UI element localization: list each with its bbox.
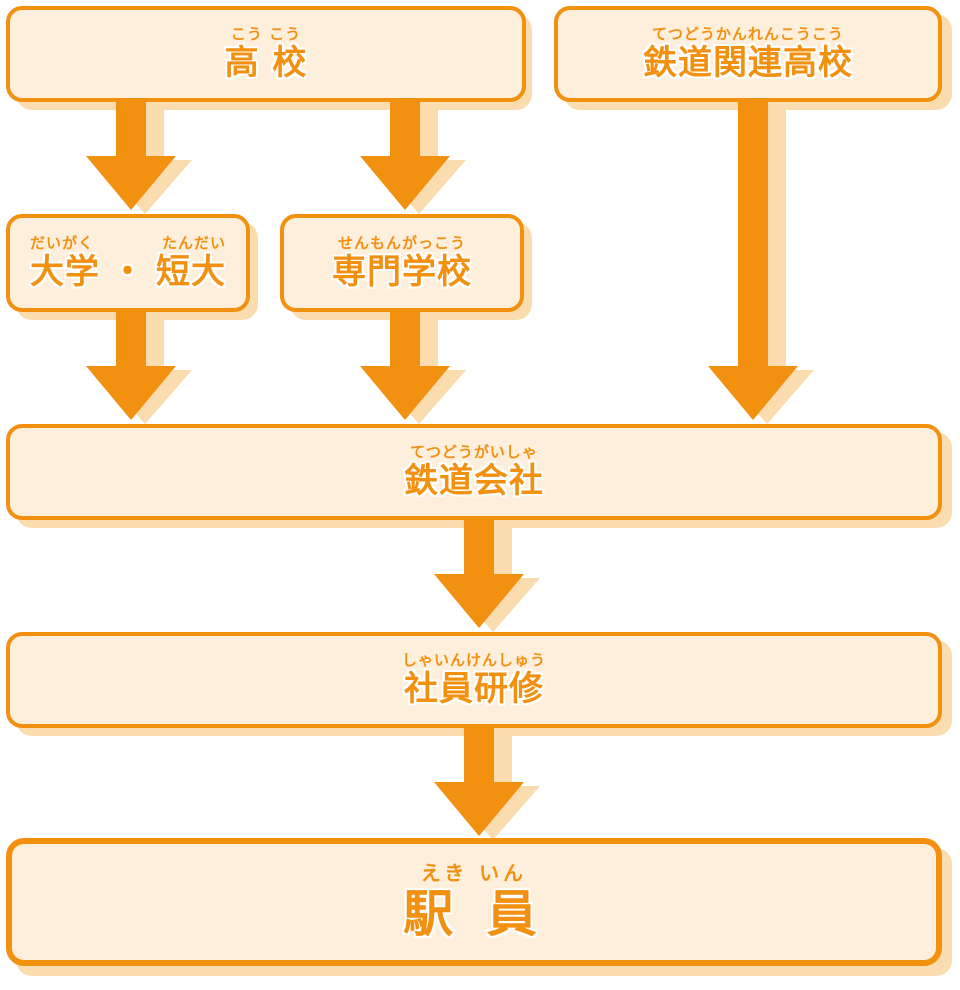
arrow-down [360, 310, 450, 420]
arrow-bodies [86, 100, 798, 836]
university-ruby-left: だいがく [30, 234, 95, 252]
railway-high-school-box: てつどうかんれんこうこう 鉄道関連高校 [554, 6, 942, 102]
railway-high-school-ruby: てつどうかんれんこうこう [652, 25, 844, 43]
university-ruby-right: たんだい [161, 234, 226, 252]
vocational-school-box: せんもんがっこう 専門学校 [280, 214, 524, 312]
university-label-separator: ・ [110, 252, 146, 292]
railway-company-label: 鉄道会社 [404, 461, 544, 501]
training-label: 社員研修 [404, 669, 544, 709]
station-staff-box: えき いん 駅 員 [6, 838, 942, 966]
station-staff-label: 駅 員 [403, 885, 545, 943]
high-school-box: こう こう 高 校 [6, 6, 526, 102]
training-ruby: しゃいんけんしゅう [401, 651, 546, 669]
high-school-ruby: こう こう [230, 25, 302, 43]
university-label-left: 大学 [30, 252, 100, 292]
arrow-down [86, 310, 176, 420]
university-label-right: 短大 [156, 252, 226, 292]
railway-company-ruby: てつどうがいしゃ [410, 443, 538, 461]
railway-high-school-label: 鉄道関連高校 [643, 43, 853, 83]
university-ruby-row: だいがく たんだい [30, 234, 226, 252]
railway-company-box: てつどうがいしゃ 鉄道会社 [6, 424, 942, 520]
vocational-school-ruby: せんもんがっこう [337, 234, 466, 252]
station-staff-ruby: えき いん [420, 861, 528, 885]
high-school-label: 高 校 [224, 43, 308, 83]
arrow-down [434, 728, 524, 836]
arrow-down [86, 100, 176, 210]
arrow-down [708, 100, 798, 420]
university-box: だいがく たんだい 大学 ・ 短大 [6, 214, 250, 312]
training-box: しゃいんけんしゅう 社員研修 [6, 632, 942, 728]
vocational-school-label: 専門学校 [332, 252, 472, 292]
arrow-down [360, 100, 450, 210]
university-label-row: 大学 ・ 短大 [30, 252, 226, 292]
arrow-down [434, 520, 524, 628]
